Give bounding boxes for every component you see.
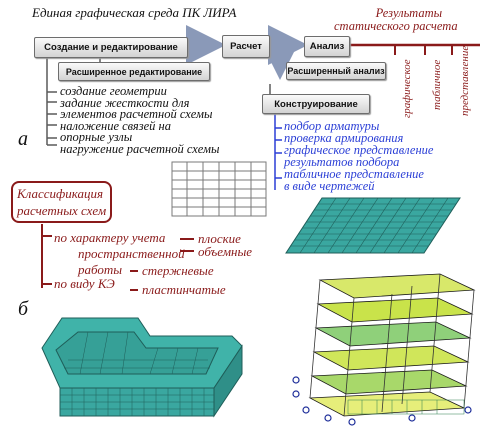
design-items-list: подбор арматуры проверка армирования гра… bbox=[284, 119, 434, 193]
design-item: графическое представление bbox=[284, 143, 434, 157]
plate-mesh-image bbox=[285, 197, 461, 254]
volume-mesh-image bbox=[41, 317, 243, 418]
create-item: опорные узлы bbox=[60, 130, 133, 144]
class-volume: объемные bbox=[198, 244, 253, 259]
class-title-1: Классификация bbox=[17, 186, 104, 201]
design-item: табличное представление bbox=[284, 167, 424, 181]
frame-grid-image bbox=[171, 161, 267, 217]
bracket-create bbox=[46, 55, 57, 146]
class-plate: пластинчатые bbox=[142, 282, 226, 297]
create-item: элементов расчетной схемы bbox=[60, 107, 213, 121]
design-item: подбор арматуры bbox=[284, 119, 380, 133]
results-title: Результаты статического расчета bbox=[334, 6, 458, 33]
label-a: а bbox=[18, 128, 28, 150]
create-item: нагружение расчетной схемы bbox=[60, 141, 220, 156]
by-task-2: пространственной bbox=[78, 246, 185, 261]
analysis-box: Анализ bbox=[304, 36, 350, 57]
create-items-list: создание геометрии задание жесткости для… bbox=[60, 84, 220, 156]
classification-title: Классификация расчетных схем bbox=[11, 181, 113, 223]
dash-rod bbox=[130, 270, 138, 291]
ext-analysis-box: Расширенный анализ bbox=[286, 62, 386, 80]
results-line1: Результаты bbox=[375, 6, 443, 20]
create-item: создание геометрии bbox=[60, 84, 167, 98]
label-b: б bbox=[18, 298, 29, 320]
building-model-image bbox=[292, 273, 476, 426]
class-by-fe: по виду КЭ bbox=[54, 276, 115, 291]
class-rod: стержневые bbox=[142, 263, 214, 278]
create-item: наложение связей на bbox=[60, 118, 171, 133]
results-vertical-1: графическое bbox=[401, 59, 413, 118]
results-vertical-2: табличное bbox=[431, 59, 443, 110]
class-flat: плоские bbox=[198, 231, 241, 246]
design-item: результатов подбора bbox=[284, 155, 400, 169]
by-task-1: по характеру учета bbox=[54, 230, 166, 245]
design-item: проверка армирования bbox=[284, 131, 404, 145]
results-vertical-3: представление bbox=[459, 45, 471, 116]
by-task-3: работы bbox=[78, 262, 123, 277]
diagram-title: Единая графическая среда ПК ЛИРА bbox=[32, 5, 237, 20]
calc-box: Расчет bbox=[222, 35, 270, 58]
tick-results-1 bbox=[394, 45, 453, 55]
bracket-class bbox=[41, 224, 52, 288]
create-item: задание жесткости для bbox=[60, 95, 190, 110]
ext-edit-box: Расширенное редактирование bbox=[58, 62, 210, 81]
class-title-2: расчетных схем bbox=[17, 203, 107, 218]
class-by-task: по характеру учета пространственной рабо… bbox=[54, 230, 185, 278]
bracket-design bbox=[274, 112, 282, 190]
dash-flat bbox=[180, 238, 194, 252]
design-item: в виде чертежей bbox=[284, 179, 375, 193]
create-edit-box: Создание и редактирование bbox=[34, 37, 188, 58]
results-line2: статического расчета bbox=[334, 19, 458, 33]
design-box: Конструирование bbox=[262, 94, 370, 114]
